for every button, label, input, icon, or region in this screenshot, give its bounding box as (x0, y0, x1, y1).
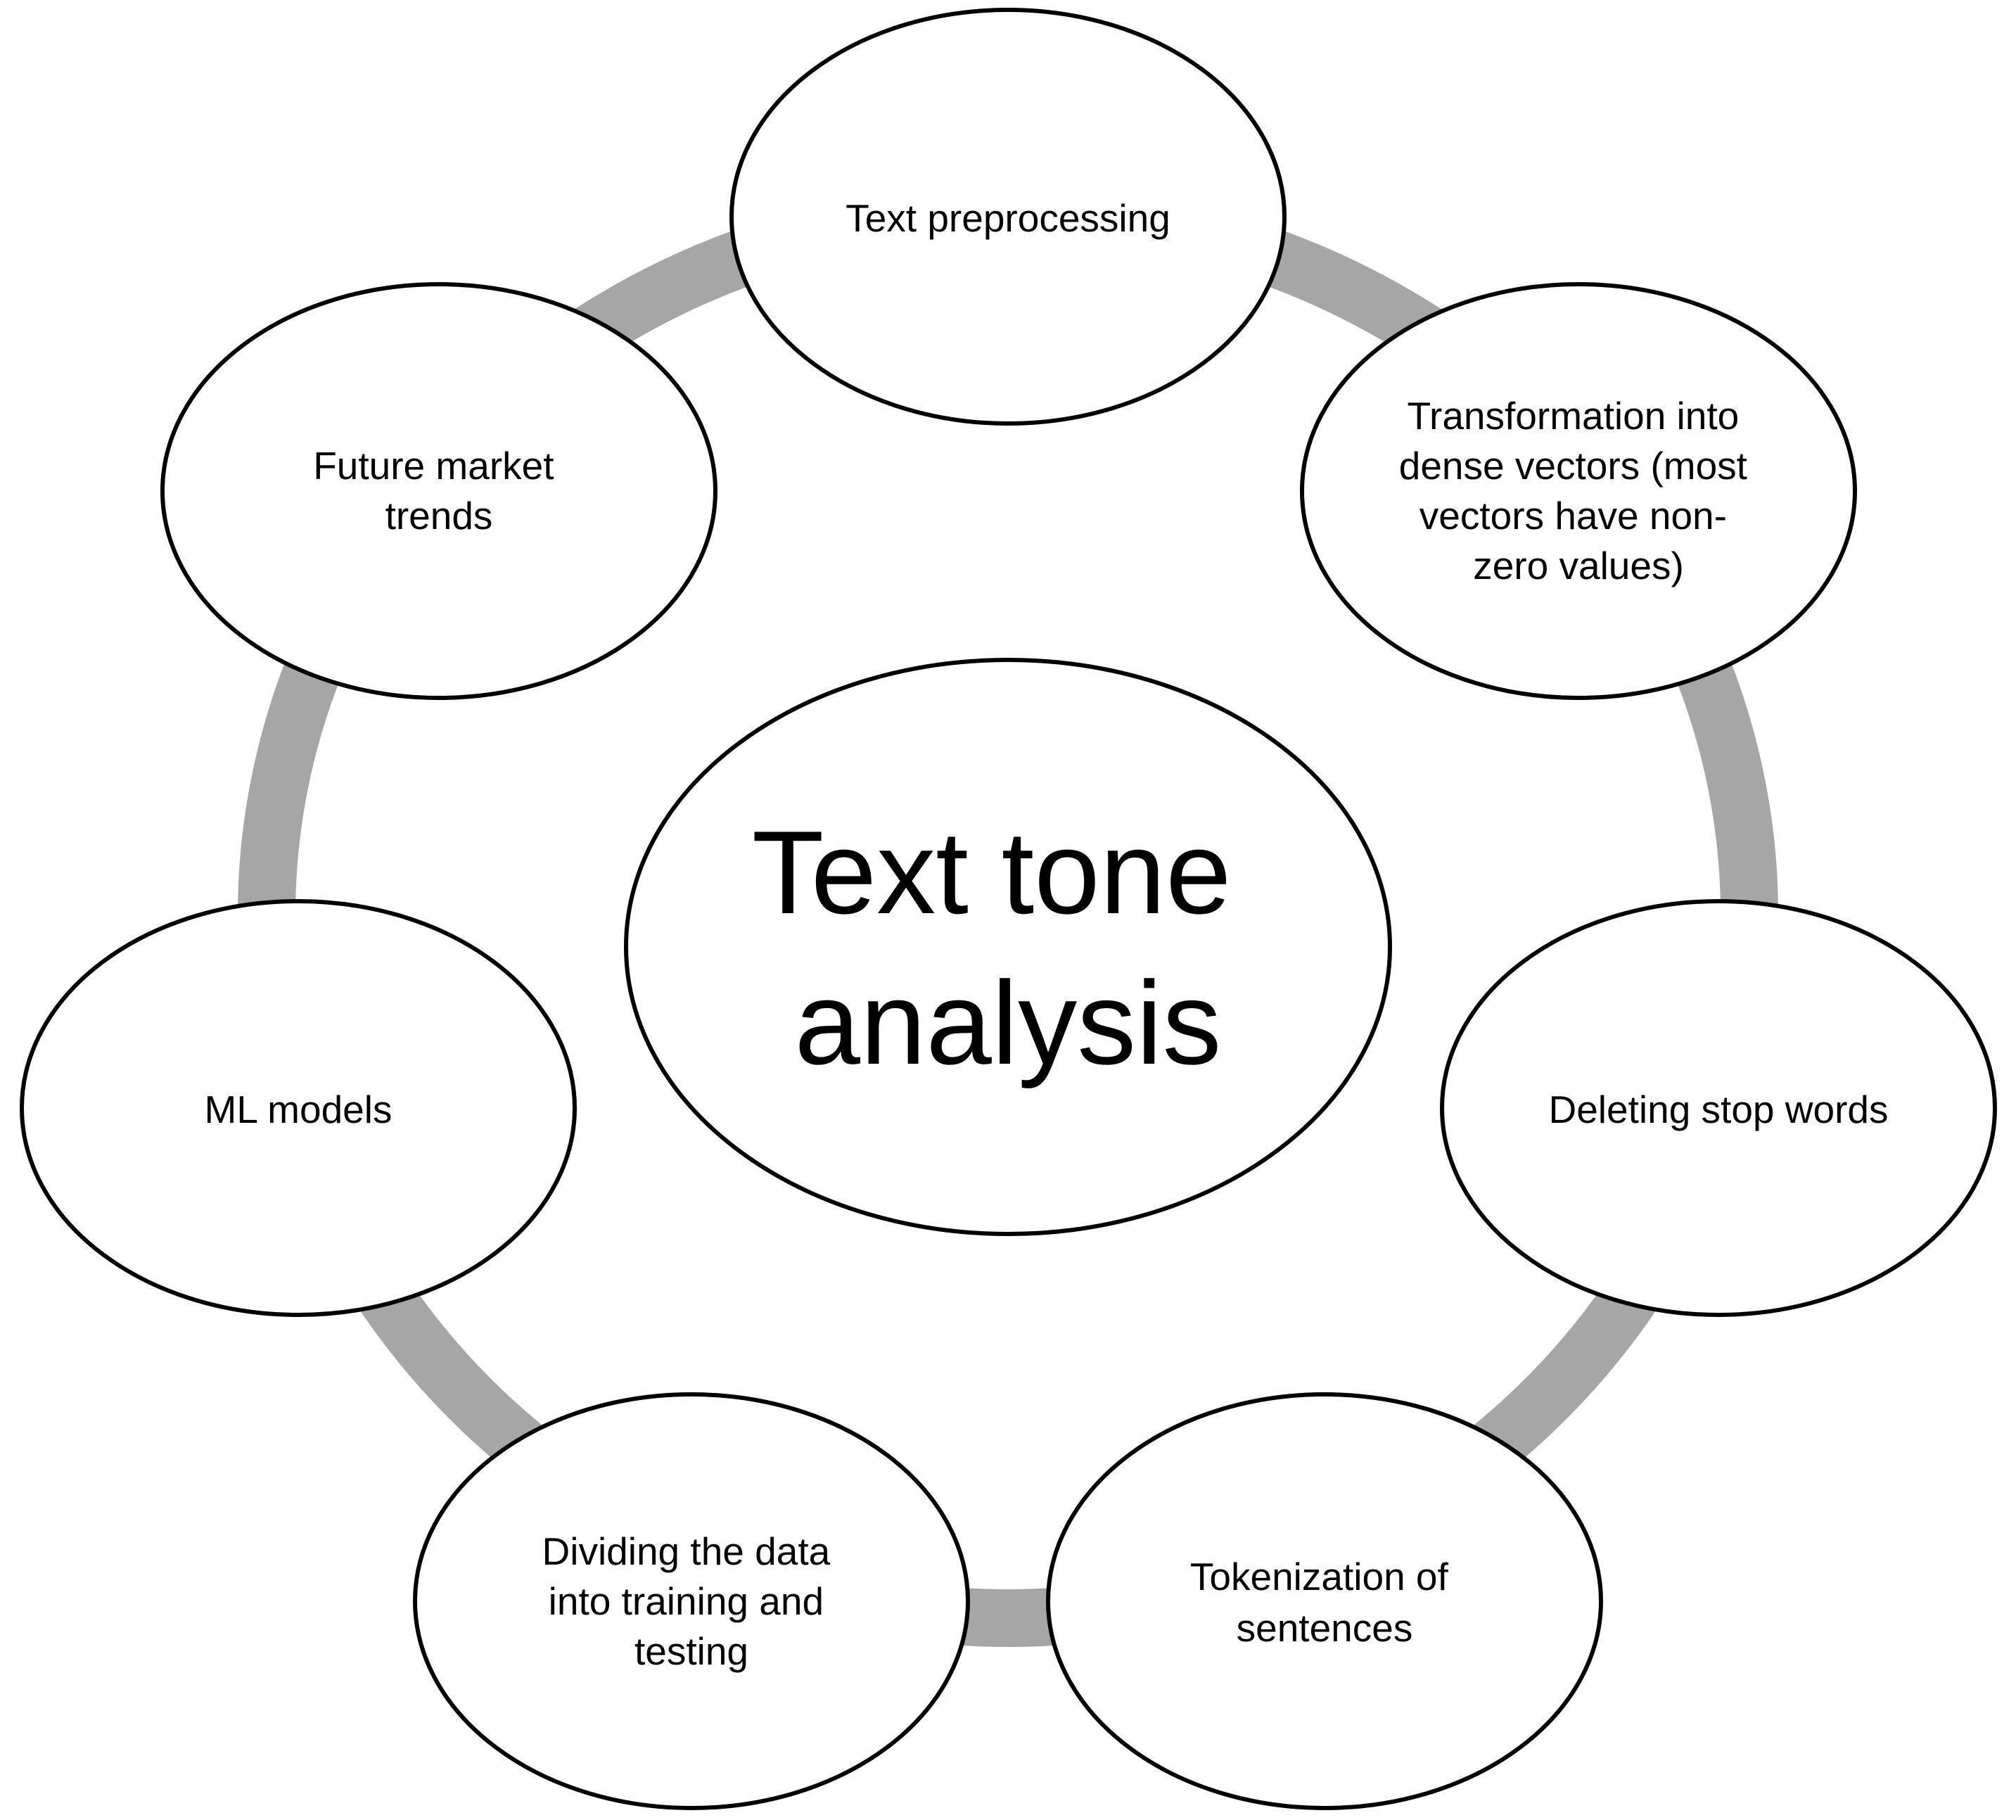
node-label-line: Transformation into (1407, 394, 1739, 438)
center-ellipse (624, 658, 1392, 1236)
node-ellipse (160, 282, 717, 700)
center-node: Text tone analysis (624, 658, 1392, 1236)
node-label: Deleting stop words (1548, 1088, 1888, 1131)
node-ellipse (729, 8, 1287, 426)
node-label-line: zero values) (1473, 544, 1684, 587)
node-label: Text preprocessing (846, 196, 1170, 240)
node-transformation-dense-vectors: Transformation into dense vectors (most … (1300, 282, 1857, 700)
node-future-market-trends: Future market trends (160, 282, 717, 700)
node-ellipse (1300, 282, 1857, 700)
center-title: Text tone analysis (752, 806, 1264, 1089)
node-label-line: trends (385, 494, 493, 537)
node-text-preprocessing: Text preprocessing (729, 8, 1287, 426)
node-label: ML models (205, 1088, 393, 1131)
node-label-line: Text preprocessing (846, 196, 1170, 240)
node-ellipse (1440, 899, 1997, 1317)
node-label: Transformation into dense vectors (most … (1399, 394, 1758, 587)
center-title-line: analysis (795, 957, 1222, 1089)
node-label-line: into training and (549, 1579, 824, 1623)
center-title-line: Text tone (752, 806, 1232, 938)
node-label: Future market trends (313, 444, 565, 537)
node-ellipse (413, 1392, 970, 1810)
node-label-line: ML models (205, 1088, 393, 1131)
node-label-line: Dividing the data (542, 1529, 831, 1573)
node-dividing-data: Dividing the data into training and test… (413, 1392, 970, 1810)
node-tokenization: Tokenization of sentences (1046, 1392, 1603, 1810)
node-label-line: vectors have non- (1420, 494, 1727, 537)
node-label-line: testing (634, 1629, 748, 1673)
node-deleting-stop-words: Deleting stop words (1440, 899, 1997, 1317)
node-ml-models: ML models (20, 899, 577, 1317)
node-ellipse (20, 899, 577, 1317)
node-ellipse (1046, 1392, 1603, 1810)
node-label-line: dense vectors (most (1399, 444, 1747, 488)
node-label-line: Tokenization of (1190, 1555, 1449, 1598)
node-label-line: Future market (313, 444, 554, 488)
node-label: Tokenization of sentences (1190, 1555, 1459, 1650)
node-label-line: Deleting stop words (1548, 1088, 1888, 1131)
node-label-line: sentences (1237, 1606, 1413, 1650)
node-label: Dividing the data into training and test… (542, 1529, 841, 1673)
